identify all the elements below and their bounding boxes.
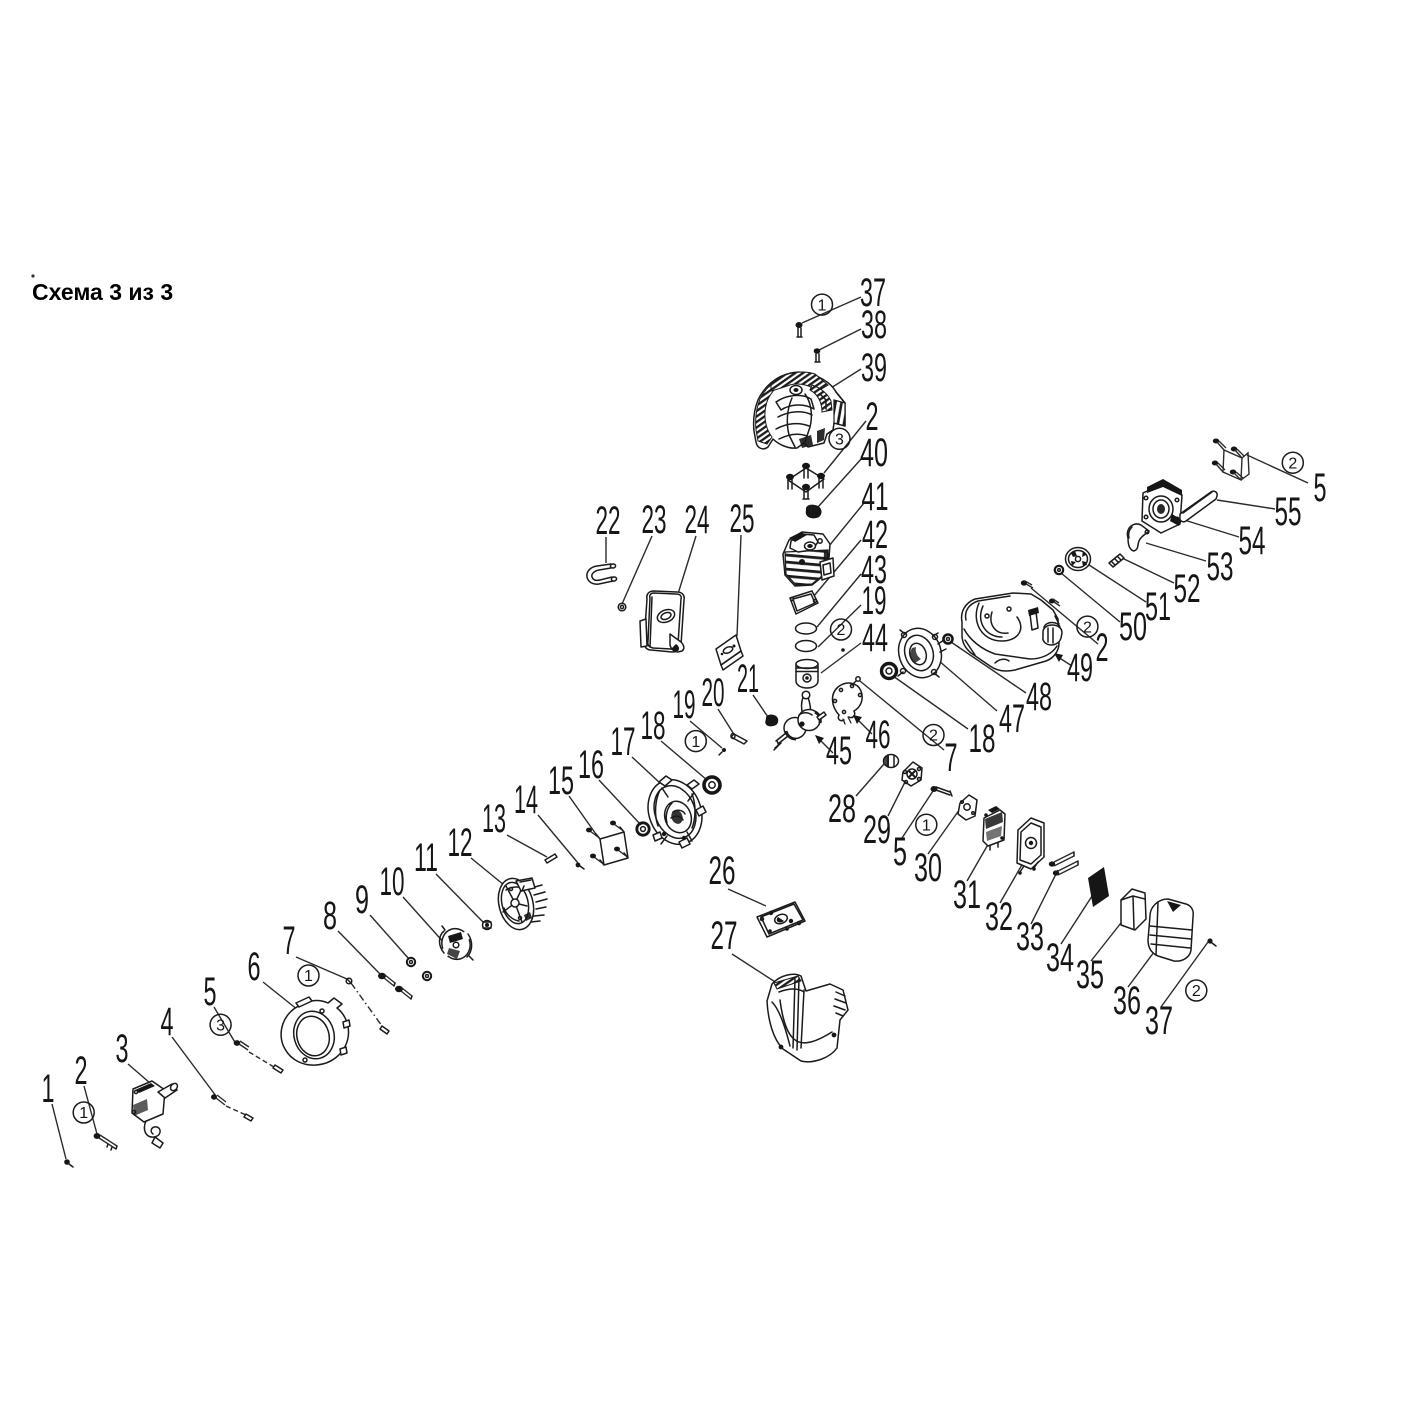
svg-text:7: 7 [283, 919, 296, 963]
svg-text:32: 32 [985, 895, 1013, 939]
svg-text:17: 17 [611, 720, 636, 764]
svg-text:40: 40 [860, 431, 888, 475]
svg-text:35: 35 [1076, 953, 1104, 997]
svg-text:4: 4 [161, 1000, 174, 1044]
svg-text:33: 33 [1016, 915, 1044, 959]
svg-text:7: 7 [945, 736, 958, 780]
svg-text:26: 26 [709, 849, 736, 893]
svg-text:22: 22 [596, 499, 621, 543]
svg-text:45: 45 [826, 729, 852, 773]
svg-text:44: 44 [862, 616, 888, 660]
svg-text:23: 23 [642, 498, 667, 542]
svg-text:2: 2 [1288, 455, 1297, 472]
svg-text:16: 16 [578, 743, 604, 787]
svg-text:24: 24 [685, 498, 710, 542]
svg-text:2: 2 [929, 728, 938, 745]
svg-text:1: 1 [691, 734, 700, 751]
svg-text:30: 30 [914, 846, 942, 890]
svg-text:2: 2 [1083, 619, 1092, 636]
svg-text:1: 1 [818, 297, 827, 314]
svg-text:20: 20 [702, 671, 725, 715]
svg-text:5: 5 [204, 970, 217, 1014]
svg-text:1: 1 [304, 968, 313, 985]
svg-text:3: 3 [835, 432, 844, 449]
svg-text:54: 54 [1239, 519, 1266, 563]
svg-text:9: 9 [355, 878, 369, 922]
svg-text:12: 12 [448, 821, 473, 865]
svg-text:2: 2 [837, 622, 846, 639]
svg-text:27: 27 [711, 914, 738, 958]
svg-text:31: 31 [953, 873, 981, 917]
svg-text:5: 5 [1314, 466, 1327, 510]
svg-text:25: 25 [730, 497, 755, 541]
svg-text:47: 47 [999, 697, 1025, 741]
svg-text:21: 21 [737, 657, 759, 701]
svg-text:3: 3 [116, 1027, 129, 1071]
svg-text:Схема 3 из 3: Схема 3 из 3 [32, 279, 173, 305]
svg-text:46: 46 [866, 713, 891, 757]
svg-text:19: 19 [673, 683, 696, 727]
svg-text:34: 34 [1046, 936, 1074, 980]
svg-text:41: 41 [862, 475, 889, 519]
svg-text:5: 5 [893, 830, 907, 874]
svg-text:50: 50 [1119, 605, 1147, 649]
svg-text:1: 1 [42, 1067, 55, 1111]
svg-text:1: 1 [79, 1105, 88, 1122]
svg-text:37: 37 [860, 271, 886, 315]
svg-text:1: 1 [922, 817, 931, 834]
svg-text:8: 8 [323, 894, 337, 938]
svg-text:43: 43 [861, 548, 887, 592]
svg-text:2: 2 [1096, 626, 1109, 670]
svg-text:36: 36 [1113, 979, 1141, 1023]
svg-text:49: 49 [1067, 646, 1093, 690]
svg-text:14: 14 [514, 778, 538, 822]
svg-text:29: 29 [863, 808, 891, 852]
svg-text:19: 19 [862, 579, 887, 623]
svg-text:48: 48 [1026, 675, 1052, 719]
svg-text:55: 55 [1275, 490, 1302, 534]
svg-text:28: 28 [828, 787, 856, 831]
svg-text:38: 38 [861, 303, 887, 347]
svg-text:39: 39 [861, 346, 887, 390]
svg-text:2: 2 [1192, 983, 1201, 1000]
svg-text:52: 52 [1174, 567, 1201, 611]
svg-text:18: 18 [969, 717, 996, 761]
svg-text:51: 51 [1145, 585, 1171, 629]
svg-text:18: 18 [641, 704, 666, 748]
svg-text:2: 2 [866, 395, 879, 439]
svg-text:53: 53 [1207, 545, 1234, 589]
svg-text:42: 42 [862, 513, 888, 557]
svg-text:37: 37 [1145, 999, 1173, 1043]
svg-text:13: 13 [482, 797, 506, 841]
svg-text:6: 6 [248, 945, 261, 989]
svg-text:10: 10 [380, 860, 405, 904]
svg-text:3: 3 [216, 1018, 225, 1035]
svg-text:15: 15 [548, 759, 574, 803]
svg-text:2: 2 [75, 1049, 88, 1093]
svg-text:11: 11 [414, 836, 438, 880]
